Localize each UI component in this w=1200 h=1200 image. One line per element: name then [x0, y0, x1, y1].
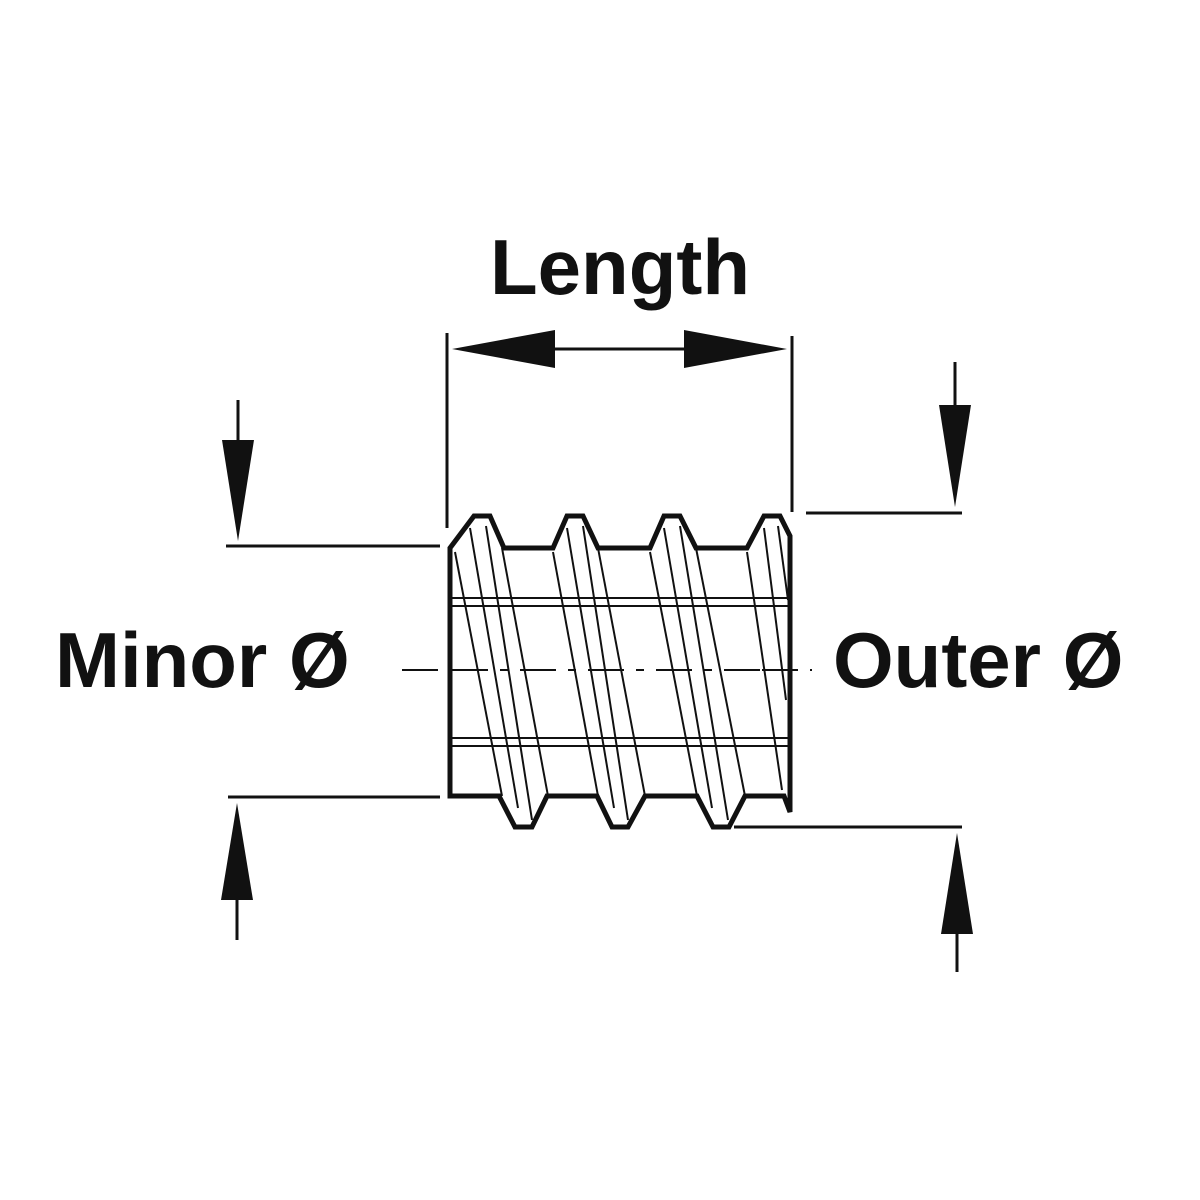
- thread-line: [566, 527, 615, 809]
- threaded-insert: [447, 513, 793, 830]
- thread-line: [777, 525, 789, 601]
- length-dimension: Length: [445, 223, 794, 528]
- insert-outline: [447, 513, 793, 830]
- outer-diameter-label: Outer Ø: [833, 616, 1123, 704]
- thread-line: [501, 547, 549, 797]
- thread-line: [763, 527, 787, 701]
- thread-line: [663, 527, 713, 809]
- minor-arrow-up-icon: [221, 803, 253, 900]
- length-label: Length: [490, 223, 750, 311]
- thread-line: [597, 547, 646, 797]
- thread-line: [649, 551, 698, 797]
- thread-line: [469, 527, 519, 809]
- thread-line: [746, 551, 783, 791]
- thread-line: [454, 551, 503, 797]
- outer-arrow-down-icon: [939, 405, 971, 507]
- thread-line: [679, 525, 729, 821]
- thread-line: [552, 551, 599, 797]
- thread-helix-lines: [454, 525, 789, 821]
- thread-line: [485, 525, 533, 821]
- thread-line: [695, 547, 746, 797]
- minor-arrow-down-icon: [222, 440, 254, 541]
- outer-diameter-dimension: Outer Ø: [734, 362, 1123, 972]
- outer-arrow-up-icon: [941, 833, 973, 934]
- minor-diameter-dimension: Minor Ø: [55, 400, 440, 940]
- length-arrow-left-icon: [452, 330, 555, 368]
- minor-diameter-label: Minor Ø: [55, 616, 350, 704]
- length-arrow-right-icon: [684, 330, 787, 368]
- thread-line: [582, 525, 629, 821]
